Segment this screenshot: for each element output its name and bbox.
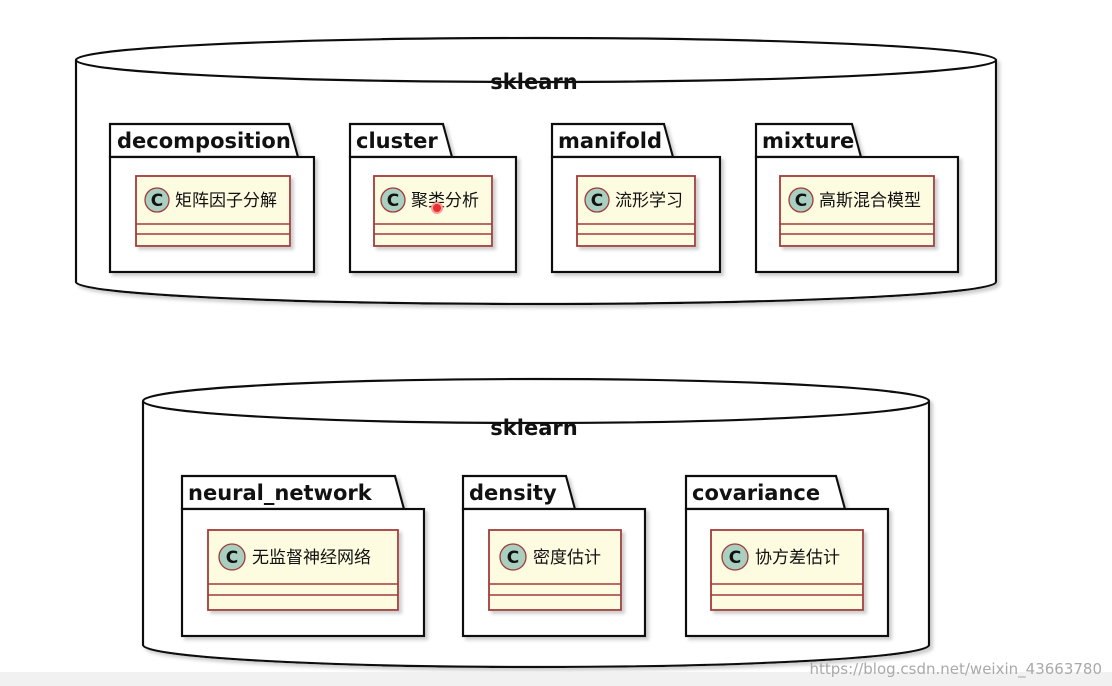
class-box	[488, 529, 622, 611]
class-name: 协方差估计	[755, 548, 840, 568]
class-name: 流形学习	[615, 191, 683, 211]
package-label: manifold	[558, 129, 662, 153]
class-name: 矩阵因子分解	[175, 191, 277, 211]
svg-text:C: C	[387, 191, 399, 211]
class-circle-c-icon: C	[144, 187, 170, 213]
package-label: decomposition	[117, 129, 291, 153]
bottom-strip	[0, 672, 1112, 686]
package-label: density	[469, 481, 557, 505]
svg-text:C: C	[729, 548, 741, 568]
package-label: mixture	[762, 129, 854, 153]
class-circle-c-icon: C	[380, 187, 406, 213]
package-label: neural_network	[188, 481, 373, 505]
class-name: 高斯混合模型	[819, 191, 921, 211]
class-circle-c-icon: C	[499, 543, 527, 571]
watermark-url: https://blog.csdn.net/weixin_43663780	[809, 660, 1102, 678]
class-name: 密度估计	[533, 548, 601, 568]
svg-text:C: C	[226, 548, 238, 568]
class-box	[207, 529, 399, 611]
database-title: sklearn	[490, 416, 577, 440]
class-circle-c-icon: C	[218, 543, 246, 571]
cursor-dot-icon	[431, 202, 443, 214]
svg-text:C: C	[507, 548, 519, 568]
svg-text:C: C	[795, 191, 807, 211]
svg-text:C: C	[591, 191, 603, 211]
class-name: 无监督神经网络	[252, 548, 371, 568]
class-box	[779, 175, 935, 247]
class-circle-c-icon: C	[721, 543, 749, 571]
class-name: 聚类分析	[411, 191, 479, 211]
svg-text:C: C	[151, 191, 163, 211]
package-label: covariance	[692, 481, 820, 505]
database-title: sklearn	[490, 70, 577, 94]
package-label: cluster	[356, 129, 438, 153]
class-circle-c-icon: C	[788, 187, 814, 213]
class-circle-c-icon: C	[584, 187, 610, 213]
